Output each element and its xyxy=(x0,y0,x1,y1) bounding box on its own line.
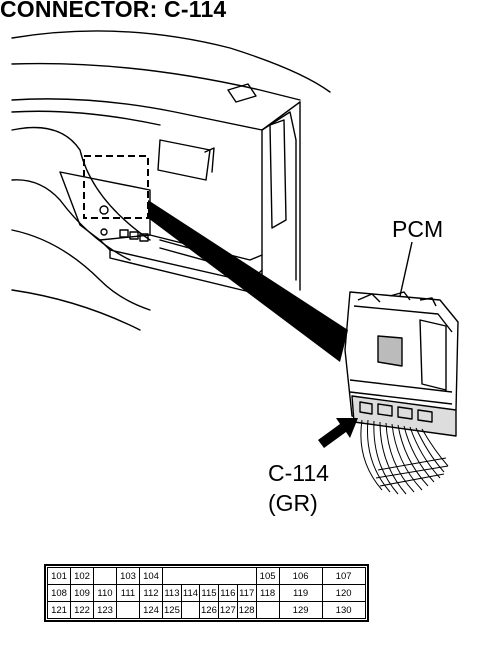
pin-cell: 110 xyxy=(93,584,117,602)
pin-cell: 114 xyxy=(180,584,201,602)
page-title: CONNECTOR: C-114 xyxy=(0,0,227,22)
pin-cell: 105 xyxy=(255,567,280,585)
pin-cell xyxy=(93,567,117,585)
pcm-label: PCM xyxy=(392,216,444,242)
pin-cell: 109 xyxy=(70,584,94,602)
pcm-leader-line xyxy=(399,241,413,297)
pin-cell: 125 xyxy=(162,601,182,619)
pin-cell: 118 xyxy=(255,584,280,602)
pin-row: 108 109 110 111 112 113 114 115 116 117 … xyxy=(47,584,366,602)
pin-cell: 126 xyxy=(199,601,219,619)
pin-cell: 107 xyxy=(321,567,366,585)
pin-cell: 113 xyxy=(162,584,182,602)
pin-cell: 123 xyxy=(93,601,117,619)
pin-cell: 103 xyxy=(116,567,140,585)
pcm-location-highlight xyxy=(83,155,149,219)
pin-cell: 104 xyxy=(139,567,163,585)
pin-cell xyxy=(255,601,280,619)
vehicle-dashboard-illustration xyxy=(11,30,459,495)
pin-cell xyxy=(180,601,201,619)
pin-cell: 119 xyxy=(278,584,323,602)
pin-cell: 122 xyxy=(70,601,94,619)
pin-cell: 102 xyxy=(70,567,94,585)
pin-cell: 128 xyxy=(236,601,257,619)
pin-row: 121 122 123 124 125 126 127 128 129 130 xyxy=(47,601,366,619)
pin-cell: 112 xyxy=(139,584,163,602)
pin-cell: 130 xyxy=(321,601,366,619)
pin-cell: 120 xyxy=(321,584,366,602)
pin-cell: 121 xyxy=(47,601,71,619)
connector-label: C-114 (GR) xyxy=(268,458,329,518)
pin-cell: 116 xyxy=(217,584,238,602)
pin-cell: 111 xyxy=(116,584,140,602)
pin-cell: 124 xyxy=(139,601,163,619)
pin-row: 101 102 103 104 105 106 107 xyxy=(47,567,366,585)
pin-cell: 129 xyxy=(278,601,323,619)
location-pointer xyxy=(148,200,348,362)
connector-arrow xyxy=(318,418,358,448)
pin-cell: 115 xyxy=(199,584,219,602)
connector-pin-table: 101 102 103 104 105 106 107 108 109 110 … xyxy=(44,564,369,622)
pin-cell: 101 xyxy=(47,567,71,585)
pin-cell: 127 xyxy=(217,601,238,619)
connector-color: (GR) xyxy=(268,490,318,516)
connector-id: C-114 xyxy=(268,460,329,486)
pin-cell: 117 xyxy=(236,584,257,602)
pin-cell-blank xyxy=(162,567,257,585)
pin-cell: 106 xyxy=(278,567,323,585)
pin-cell: 108 xyxy=(47,584,71,602)
pin-cell xyxy=(116,601,140,619)
